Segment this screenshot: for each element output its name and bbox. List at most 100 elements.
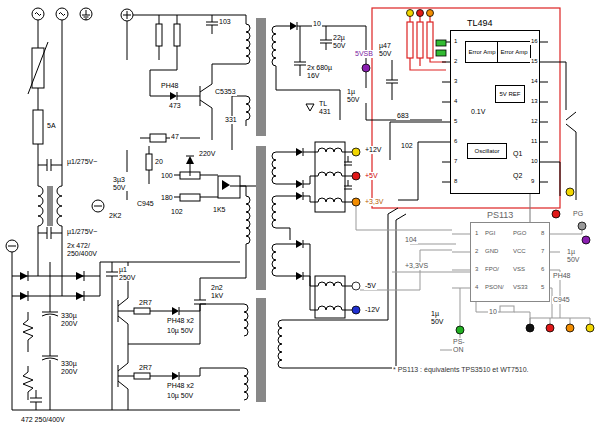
pin-label: 2 xyxy=(474,248,479,255)
connector-dot xyxy=(352,198,360,206)
connector-dot xyxy=(352,306,360,314)
pin-label: 1 xyxy=(474,230,479,237)
connector-dot xyxy=(578,222,586,230)
connector-dot xyxy=(552,210,560,218)
red-outline xyxy=(427,22,433,58)
wire xyxy=(315,142,345,212)
component-label: 2K2 xyxy=(108,212,122,220)
wire xyxy=(218,176,240,198)
connector-dot xyxy=(362,64,370,72)
wire xyxy=(180,194,200,201)
component-label: PH48 xyxy=(552,272,572,280)
wire xyxy=(206,15,218,34)
component-label: PG xyxy=(572,210,584,218)
component-label: µ1/275V~ xyxy=(66,228,98,236)
component-label: 104 xyxy=(404,236,418,244)
connector-dot xyxy=(586,324,594,332)
component-label: 330µ 200V xyxy=(60,312,92,327)
component-label: Q2 xyxy=(512,172,523,180)
component-label: 1µ 50V xyxy=(346,88,370,103)
component-label: C5353 xyxy=(214,88,237,96)
block-label: 5V REF xyxy=(499,91,520,97)
wire xyxy=(38,186,43,226)
wire xyxy=(230,186,246,196)
wire xyxy=(246,24,250,64)
connector-dot xyxy=(456,326,464,334)
component-label: 100 xyxy=(160,172,174,180)
function-block: Error Amp xyxy=(497,41,531,63)
diode-symbol xyxy=(20,0,303,380)
terminal-symbol xyxy=(123,11,131,19)
transformer-core xyxy=(256,146,266,290)
chip-name: TL494 xyxy=(467,18,493,28)
terminal-symbol xyxy=(121,9,133,21)
component-label: 3µ3 50V xyxy=(112,176,140,191)
terminal-symbol xyxy=(8,246,16,276)
terminal-symbol xyxy=(6,8,133,276)
connector-dot xyxy=(436,40,446,46)
component-label: 10µ 50V xyxy=(166,392,194,400)
connector-dot xyxy=(352,10,594,335)
wire xyxy=(118,304,244,315)
connector-dot xyxy=(566,188,574,196)
pin-label: VCC xyxy=(512,248,527,255)
component-label: 2R7 xyxy=(138,299,153,307)
red-outline xyxy=(410,16,446,70)
wire xyxy=(134,308,150,314)
transformer-core xyxy=(256,18,266,136)
wire xyxy=(272,152,276,184)
wire xyxy=(244,368,248,400)
component-label: 102 xyxy=(170,208,184,216)
ic-chip: TL494Error AmpError Amp5V REFOscillator xyxy=(450,30,540,194)
pin-label: 6 xyxy=(453,138,458,145)
component-label: 1µ 50V xyxy=(430,310,452,325)
wire xyxy=(42,262,58,410)
wire xyxy=(156,24,162,46)
wire xyxy=(272,244,276,276)
wire xyxy=(388,208,406,226)
terminal-symbol xyxy=(92,200,104,212)
wire xyxy=(246,196,250,244)
connector-dot xyxy=(526,324,534,332)
wire xyxy=(548,62,576,200)
component-label: 5A xyxy=(46,122,57,130)
pin-label: 15 xyxy=(530,58,539,65)
component-label: 2R7 xyxy=(138,364,153,372)
pin-label: 8 xyxy=(540,230,545,237)
pin-label: 6 xyxy=(540,266,545,273)
wire xyxy=(149,146,150,184)
component-label: 180 xyxy=(160,194,174,202)
component-label: µ47 50V xyxy=(378,42,402,57)
wire xyxy=(28,42,48,94)
component-label: µ1/275V~ xyxy=(66,158,98,166)
diode-symbol xyxy=(20,272,84,300)
connector-dot xyxy=(436,50,446,56)
component-label: 330µ 200V xyxy=(60,360,92,375)
wire xyxy=(244,304,248,336)
ic-chip: PS113 xyxy=(470,222,550,302)
connector-dot xyxy=(352,282,360,290)
wire xyxy=(272,26,276,66)
wire xyxy=(320,26,332,50)
pin-label: 9 xyxy=(530,178,535,185)
wire xyxy=(33,110,43,144)
wire xyxy=(146,154,152,170)
pin-label: PGO xyxy=(512,230,527,237)
wire xyxy=(38,159,62,171)
pin-label: 16 xyxy=(530,38,539,45)
pin-label: 7 xyxy=(540,248,545,255)
pin-label: VS33 xyxy=(512,284,529,291)
wire xyxy=(306,104,314,111)
component-label: 10 xyxy=(488,308,498,316)
pin-label: 7 xyxy=(453,158,458,165)
wire xyxy=(366,72,442,120)
component-label: 10µ 50V xyxy=(166,327,194,335)
pin-label: 8 xyxy=(453,178,458,185)
connector-dot xyxy=(417,10,424,17)
component-label: C945 xyxy=(136,200,155,208)
wire xyxy=(276,148,318,310)
wire xyxy=(12,15,576,410)
pin-label: 5 xyxy=(540,284,545,291)
wire xyxy=(294,26,306,76)
